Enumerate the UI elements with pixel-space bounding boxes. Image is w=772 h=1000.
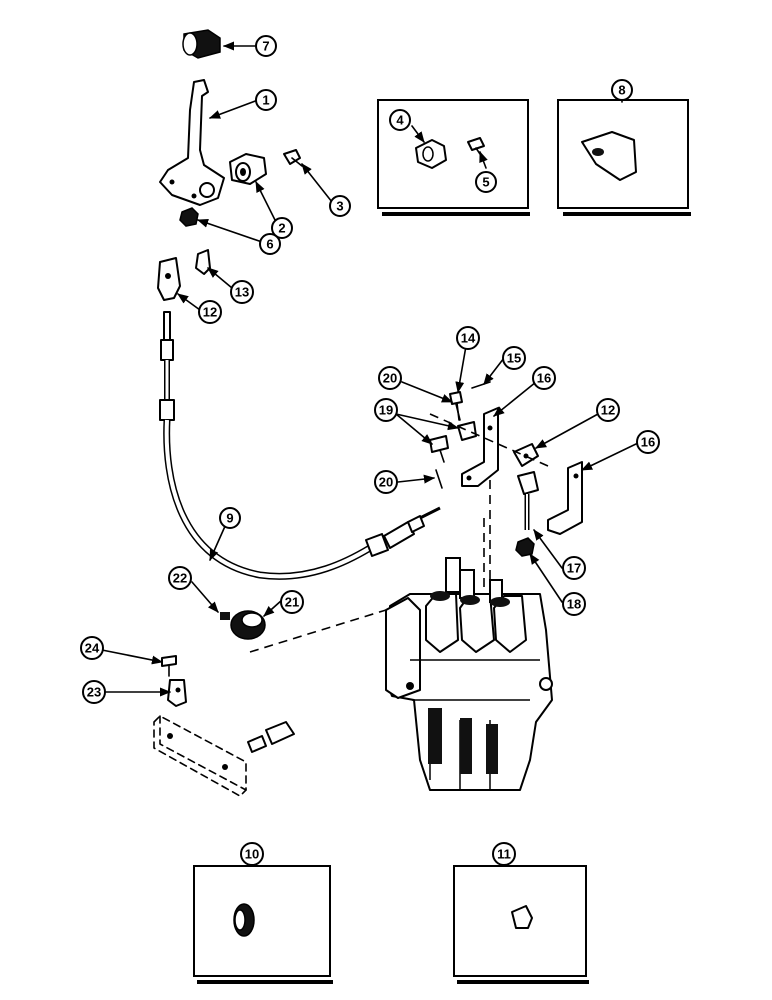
callout-2: 2 — [271, 217, 293, 239]
clip-13-part — [195, 249, 211, 275]
svg-text:16: 16 — [641, 435, 655, 450]
leader-lines — [101, 41, 637, 867]
inset-box-11 — [453, 865, 589, 984]
bracket-16-upper-part — [461, 407, 499, 487]
svg-text:22: 22 — [173, 571, 187, 586]
mounting-plate-part — [153, 715, 247, 797]
svg-text:4: 4 — [396, 113, 404, 128]
callout-13: 13 — [230, 280, 254, 304]
callout-12-right: 12 — [596, 398, 620, 422]
callout-3: 3 — [329, 195, 351, 217]
cotter-20-lower-part — [435, 469, 443, 489]
svg-text:6: 6 — [266, 237, 273, 252]
svg-text:3: 3 — [336, 199, 343, 214]
clevis-12-part — [157, 257, 181, 301]
svg-text:17: 17 — [567, 561, 581, 576]
callout-10: 10 — [240, 842, 264, 866]
lever-part — [159, 79, 225, 206]
knob-part — [182, 29, 221, 59]
control-valve-part — [385, 557, 553, 791]
inset-box-10 — [193, 865, 333, 984]
knob-21-part — [230, 610, 266, 640]
svg-text:19: 19 — [379, 403, 393, 418]
svg-text:15: 15 — [507, 351, 521, 366]
callout-15: 15 — [502, 346, 526, 370]
pin-19-part — [429, 421, 477, 463]
svg-text:24: 24 — [85, 641, 100, 656]
callout-6: 6 — [259, 233, 281, 255]
svg-text:11: 11 — [497, 847, 511, 862]
svg-text:23: 23 — [87, 685, 101, 700]
svg-text:10: 10 — [245, 847, 259, 862]
callout-9: 9 — [219, 507, 241, 529]
bracket-16-right-part — [547, 461, 583, 535]
bracket-23-part — [167, 679, 187, 707]
callout-8: 8 — [611, 79, 633, 101]
svg-text:18: 18 — [567, 597, 581, 612]
inset-box-8 — [557, 99, 691, 216]
svg-text:20: 20 — [379, 475, 393, 490]
callout-17: 17 — [562, 556, 586, 580]
callout-14: 14 — [456, 326, 480, 350]
callout-22: 22 — [168, 566, 192, 590]
callout-11: 11 — [492, 842, 516, 866]
svg-text:7: 7 — [262, 39, 269, 54]
cotter-15-part — [471, 381, 491, 389]
callout-21: 21 — [280, 590, 304, 614]
svg-text:5: 5 — [482, 175, 489, 190]
svg-text:20: 20 — [383, 371, 397, 386]
pivot-bushing-part — [229, 153, 267, 185]
cotter-20-upper-part — [455, 403, 461, 421]
clevis-12-right-part — [513, 443, 539, 467]
callout-19: 19 — [374, 398, 398, 422]
inset-box-4-5 — [377, 99, 530, 216]
svg-text:9: 9 — [226, 511, 233, 526]
bolt-3-part — [283, 149, 303, 167]
callout-7: 7 — [255, 35, 277, 57]
set-screw-22-part — [220, 612, 230, 620]
callouts: 7 1 2 3 6 13 12 4 5 8 14 15 20 16 19 12 … — [80, 35, 660, 866]
callout-20-lower: 20 — [374, 470, 398, 494]
svg-text:21: 21 — [285, 595, 299, 610]
callout-5: 5 — [475, 171, 497, 193]
callout-12-left: 12 — [198, 300, 222, 324]
svg-text:13: 13 — [235, 285, 249, 300]
callout-16-right: 16 — [636, 430, 660, 454]
svg-text:8: 8 — [618, 83, 625, 98]
rod-17-part — [517, 471, 539, 530]
callout-18: 18 — [562, 592, 586, 616]
callout-16-upper: 16 — [532, 366, 556, 390]
svg-text:16: 16 — [537, 371, 551, 386]
callout-1: 1 — [255, 89, 277, 111]
svg-text:14: 14 — [461, 331, 476, 346]
callout-24: 24 — [80, 636, 104, 660]
control-cable-part — [159, 311, 441, 580]
callout-4: 4 — [389, 109, 411, 131]
nut-18-part — [515, 537, 535, 557]
bolts-pair-part — [247, 721, 295, 753]
callout-20-upper: 20 — [378, 366, 402, 390]
svg-text:12: 12 — [601, 403, 615, 418]
screw-24-part — [161, 655, 177, 677]
nut-6-part — [179, 207, 199, 227]
svg-text:12: 12 — [203, 305, 217, 320]
callout-23: 23 — [82, 680, 106, 704]
svg-text:1: 1 — [262, 93, 269, 108]
svg-text:2: 2 — [278, 221, 285, 236]
